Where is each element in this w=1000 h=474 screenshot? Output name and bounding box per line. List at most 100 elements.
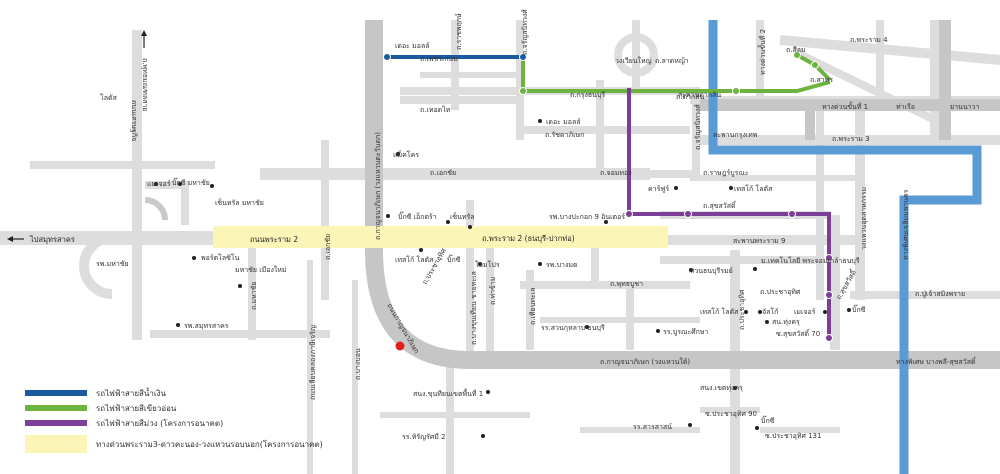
place-tesco-suksawat: เทสโก้ โลตัส xyxy=(734,184,773,193)
label-pracha90: ซ.ประชาอุทิศ 90 xyxy=(705,410,757,418)
label-outer-ring: วงแหวนอุตสาหกรรม xyxy=(860,187,868,250)
place-school-theera: รร.หิรัญรัศมี 2 xyxy=(402,433,446,441)
place-district-bangkhun: สนง.ขุนทียนเขตพื้นที่ 1 xyxy=(413,387,483,398)
legend-label-blue: รถไฟฟ้าสายสีน้ำเงิน xyxy=(96,389,166,398)
label-expressway-rama3: ทางด่วนขั้นที่ 1 xyxy=(822,100,868,111)
poi-dots xyxy=(154,119,851,438)
place-home-pro: โฮมโปร xyxy=(475,260,500,269)
place-mega-mahachai: แมเจอร์ xyxy=(147,180,171,188)
north-arrow-icon xyxy=(141,30,147,48)
label-kanchanaphisek: ถ.กาญจนาภิเษก (วงแหวนใต้) xyxy=(600,357,690,366)
label-ekachai-vertical: ถ.เอกชัย xyxy=(324,234,332,260)
label-pracha131: ซ.ประชาอุทิศ 131 xyxy=(765,432,821,440)
label-ratchada: ถ.รัชดาภิเษก xyxy=(545,131,584,139)
label-sathorn: ถ.สาทร xyxy=(810,76,833,84)
label-phet-kasem: ถ.เพชรเกษม xyxy=(420,55,458,63)
place-the-mall-mid: เดอะ มอลล์ xyxy=(546,118,581,126)
label-charan: ถ.จรัญสนิทวงศ์ xyxy=(521,9,529,55)
label-ratburana: ถ.ราษฎร์บูรณะ xyxy=(703,169,749,177)
label-rama2-thonburi: ถ.พระราม 2 (ธนบุรี-ปากท่อ) xyxy=(482,234,575,243)
label-expressway-2: ทางด่วนขั้นที่ 2 xyxy=(756,29,767,75)
place-central-rama2: เซ็นทรัล xyxy=(450,212,475,221)
place-hosp-bangpakok: รพ.บางปะกอก 9 อินเตอร์ xyxy=(549,213,625,221)
label-kanchana-west: ถ.กาญจนาภิเษก (วงแหวนตะวันตก) xyxy=(374,132,382,240)
label-saphan-taksin: สะพานตากสิน xyxy=(678,91,721,99)
place-carrefour: คาร์ฟูร์ xyxy=(648,185,669,193)
label-saphan-rama9: สะพานพระราม 9 xyxy=(733,237,785,245)
label-rama2-road: ถนนพระราม 2 xyxy=(250,235,298,244)
label-liap-thang: ถนนเศรษฐกิจ xyxy=(130,100,138,141)
place-bigc-ekachai: บิ๊กซี เอ็กตร้า xyxy=(398,211,437,221)
label-tha-kham: ถ.ท่าข้าม xyxy=(489,277,497,305)
label-soi-thian: ถ.เทียนทะเล xyxy=(529,288,537,325)
label-ngam-wong: ยานนาวา xyxy=(950,103,979,111)
legend-label-purple: รถไฟฟ้าสายสีม่วง (โครงการอนาคต) xyxy=(96,419,224,428)
place-hosp-mahachai: รพ.มหาชัย xyxy=(96,260,129,268)
label-suksawat70: ซ.สุขสวัสดิ์ 70 xyxy=(776,328,820,338)
label-phutthabucha: ถ.พุทธบูชา xyxy=(610,280,643,288)
label-lat-ya: ถ.ลาดหญ้า xyxy=(655,57,689,65)
label-pracha-vertical: ถ.ประชาอุทิศ xyxy=(738,289,746,330)
label-bang-phli: ทางพิเศษ บางพลี-สุขสวัสดิ์ xyxy=(896,356,977,366)
label-pracha-rama2: ถ.ประชาอุทิศ xyxy=(421,247,448,286)
place-school-bangmod: รร.สวนกุหลาบ ธนบุรี xyxy=(541,324,605,332)
place-mega-kra: แม็คโคร xyxy=(393,150,419,159)
location-marker[interactable] xyxy=(395,341,405,351)
legend-swatch-purple xyxy=(25,420,87,426)
label-charan-2: ถ.จรัญสนิทวงศ์ xyxy=(694,104,702,150)
label-chomthong: ถ.จอมทอง xyxy=(600,169,632,177)
label-to-samut-sakhon: ไปสมุทรสาคร xyxy=(29,235,75,244)
future-expressway xyxy=(213,226,668,248)
place-mahachai-city: มหาชัย เมืองใหม่ xyxy=(235,265,287,274)
label-bang-kradi: ถนนเลียบคลองภาษีเจริญ xyxy=(309,325,317,400)
label-rama2-soi: ถ.บางขุนเทียน ชายทะเล xyxy=(470,271,478,345)
place-bigc-rama2: บิ๊กซี xyxy=(447,254,461,264)
place-lotus-rama2: เทสโก้ โลตัส xyxy=(395,255,434,264)
legend-swatch-expressway xyxy=(25,435,87,453)
left-arrow-icon xyxy=(7,236,24,242)
label-ratchaphruek: ถ.ราชพฤกษ์ xyxy=(455,13,463,50)
label-pracha-uthit: ถ.ประชาอุทิศ xyxy=(760,288,801,296)
place-tesco-pracha: เทสโก้ โลตัส xyxy=(700,307,739,316)
label-north-road: ถ.พุทธมณฑลสาย xyxy=(141,58,149,111)
place-hosp-suksawat: สน.ทุ่งครุ xyxy=(772,318,800,326)
label-rama3: ถ.พระราม 3 xyxy=(832,135,870,143)
label-rama4: ถ.พระราม 4 xyxy=(850,36,888,44)
legend-swatch-blue xyxy=(25,390,87,396)
place-hosp-samut: รพ.สมุทรสาคร xyxy=(184,322,229,330)
legend-label-green: รถไฟฟ้าสายสีเขียวอ่อน xyxy=(96,404,177,413)
label-suksawat: ถ.สุขสวัสดิ์ xyxy=(703,200,737,210)
label-wongwian-yai: วงเวียนใหญ่ xyxy=(615,56,652,65)
place-major-east: เมเจอร์ xyxy=(794,308,816,316)
label-ekachai: ถ.เอกชัย xyxy=(430,169,456,177)
label-tha-ruea: ท่าเรือ xyxy=(896,103,915,111)
label-mahachai-road: ถ.มหาชัย xyxy=(250,282,258,310)
place-mongkut: ม.เทคโนโลยี พระจอมเกล้าธนบุรี xyxy=(761,256,860,265)
legend-label-expressway: ทางด่วนพระราม3-ดาวคะนอง-วงแหวนรอบนอก(โคร… xyxy=(96,440,323,449)
place-labels: เดอะ มอลล์ เดอะ มอลล์ โลตัส แม็คโคร แมเจ… xyxy=(96,42,866,441)
place-port-city: พอร์ตโลซิโน xyxy=(201,253,240,262)
legend-swatch-green xyxy=(25,405,87,411)
place-hosp-bangmod: รพ.บางมด xyxy=(546,261,578,269)
stations xyxy=(383,51,833,342)
place-suan-thon: สวนธนบุรีรมย์ xyxy=(690,267,733,275)
label-thoet-thai: ถ.เทอดไท xyxy=(420,105,451,114)
label-pu-chao: ถ.ปู่เจ้าสมิงพราย xyxy=(915,290,965,298)
label-krung-thonburi: ถ.กรุงธนบุรี xyxy=(570,91,605,99)
place-bigc-mahachai: บิ๊กซี มหาชัย xyxy=(172,177,210,187)
place-lotus-top: โลตัส xyxy=(100,93,118,102)
place-school-burana: รร.บูรณะศึกษา xyxy=(663,327,708,336)
label-sukhumvit-link: ทางพิเศษเฉลิมมหานคร xyxy=(902,189,910,260)
place-central-mahachai: เซ็นทรัล มหาชัย xyxy=(215,198,264,207)
place-jusco: จัสโก้ xyxy=(762,307,778,316)
place-bigc-east: บิ๊กซี xyxy=(852,304,866,314)
label-saphan-krungthep: สะพานกรุงเทพ xyxy=(713,131,758,139)
river xyxy=(708,20,982,474)
label-bang-bon: ถ.บางบอน xyxy=(354,348,362,380)
place-bigc-pracha: บิ๊กซี xyxy=(761,415,775,425)
label-silom: ถ.สีลม xyxy=(786,46,806,54)
place-police-thung: สนง.เขตทุ่งครุ xyxy=(700,384,743,392)
label-tak-sin: ถ.ตากสิน xyxy=(676,93,704,101)
